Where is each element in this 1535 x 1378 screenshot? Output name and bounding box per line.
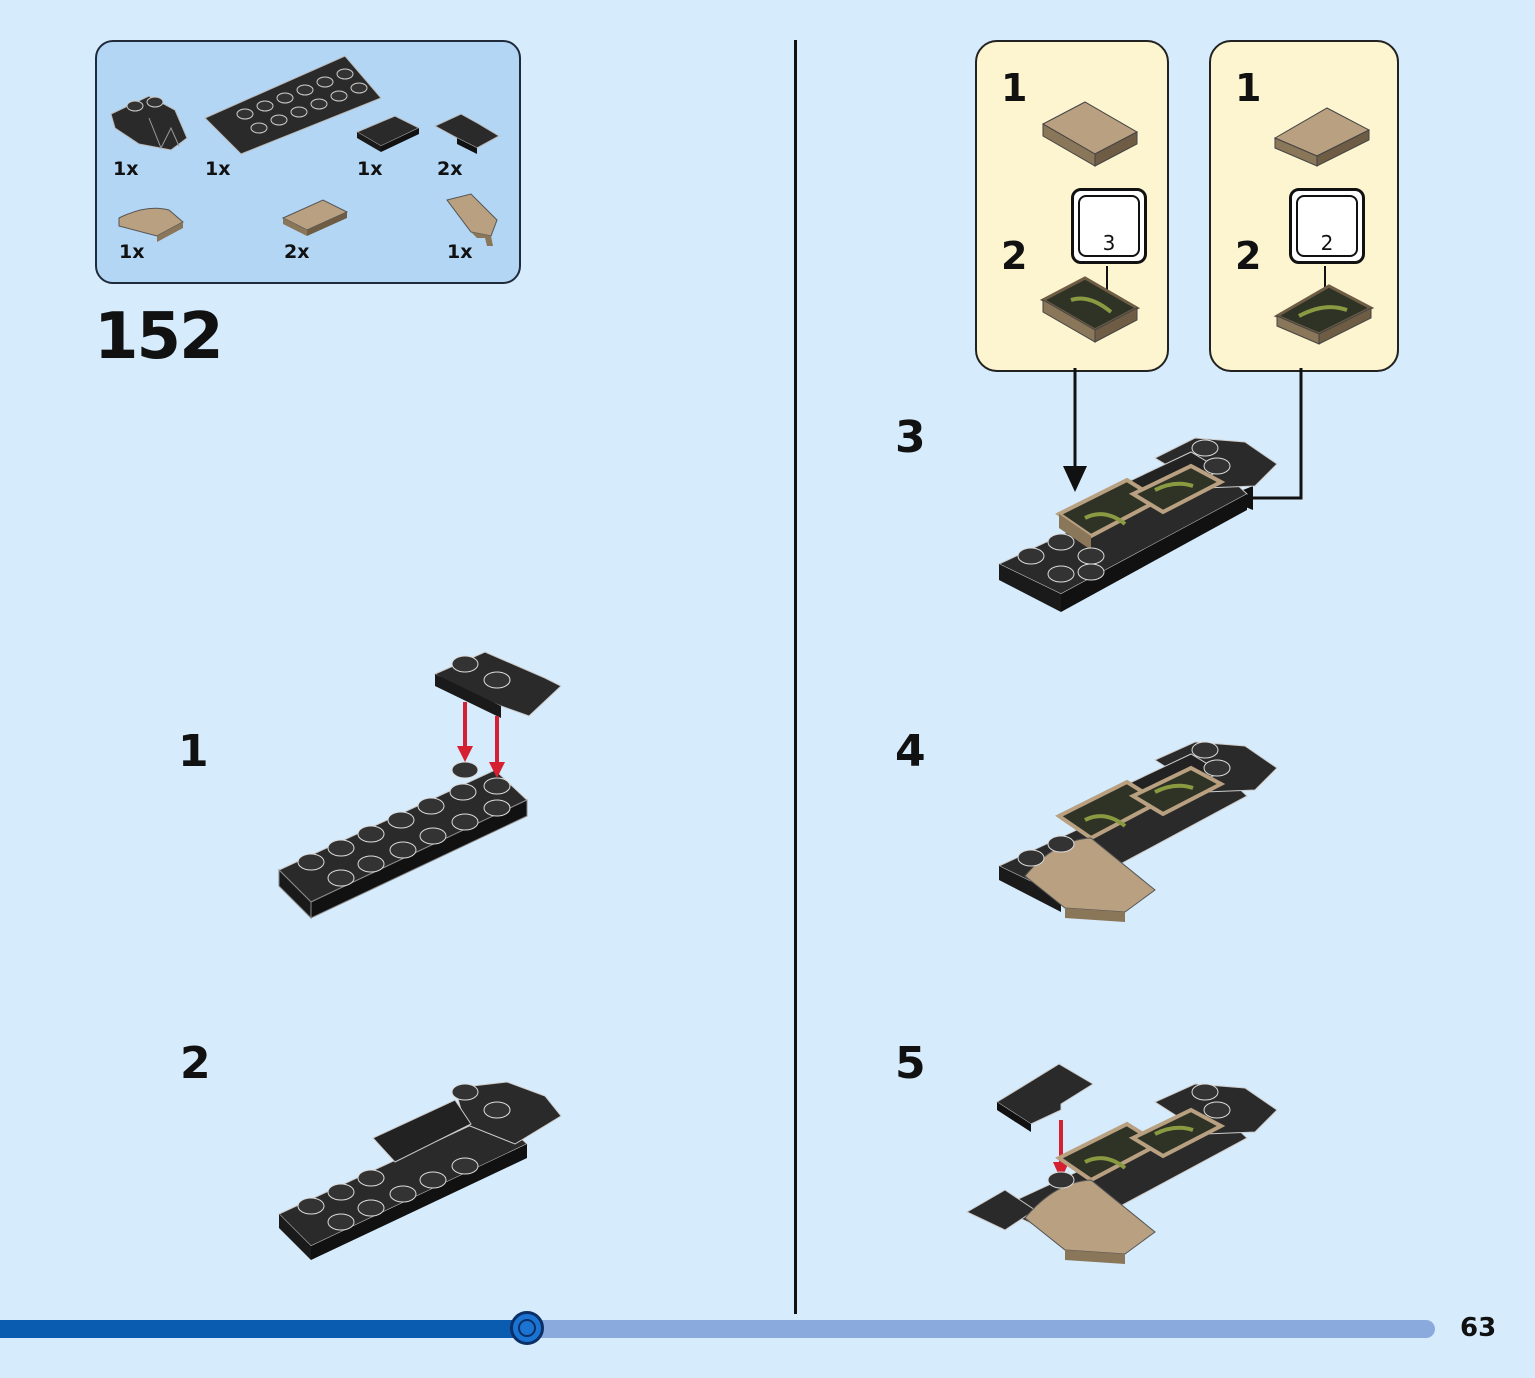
assembly-illustration-step-3	[997, 368, 1303, 612]
sub-step-number: 5	[895, 1038, 926, 1089]
part-quantity: 1x	[113, 158, 139, 180]
sticker-number: 3	[1102, 231, 1116, 255]
part-quantity: 2x	[284, 241, 310, 263]
sticker-icon: 3	[1071, 188, 1147, 264]
part-curved-slope-tan-icon	[118, 207, 184, 242]
assembly-illustration-step-5	[965, 1063, 1278, 1264]
callout-step-number: 1	[1001, 66, 1028, 110]
part-quantity: 1x	[205, 158, 231, 180]
part-corner-tile-icon	[433, 113, 501, 154]
step-number: 152	[94, 300, 224, 374]
assembly-illustration-step-4	[997, 741, 1278, 922]
progress-bar-fill	[0, 1320, 527, 1338]
page-number: 63	[1460, 1313, 1497, 1343]
sticker-icon: 2	[1289, 188, 1365, 264]
part-quantity: 1x	[357, 158, 383, 180]
sub-step-number: 1	[178, 726, 209, 777]
tan-tile-icon	[1041, 101, 1139, 167]
callout-step-number: 2	[1235, 234, 1262, 278]
part-wedge-plate-icon	[110, 95, 188, 151]
column-divider	[794, 40, 797, 1314]
callout-step-number: 1	[1235, 66, 1262, 110]
stickered-tile-icon	[1039, 266, 1141, 343]
sub-step-number: 3	[895, 412, 926, 463]
assembly-illustration-step-1	[278, 651, 562, 920]
part-quantity: 1x	[119, 241, 145, 263]
part-tile-1x2-black-icon	[355, 115, 421, 152]
part-quantity: 2x	[437, 158, 463, 180]
part-wedge-tan-icon	[446, 193, 498, 246]
sticker-number: 2	[1320, 231, 1334, 255]
assembly-illustration-step-2	[278, 1081, 562, 1260]
progress-indicator-icon	[510, 1311, 544, 1345]
callout-step-number: 2	[1001, 234, 1028, 278]
tan-tile-icon	[1273, 107, 1371, 167]
part-tile-1x2-tan-icon	[281, 199, 349, 236]
part-plate-2x8-icon	[204, 55, 382, 155]
sub-step-number: 4	[895, 726, 926, 777]
callout-box-sticker-2: 1 2 2	[1209, 40, 1399, 372]
parts-list-box: 1x 1x 1x 2x 1x 2x 1x	[95, 40, 521, 284]
callout-box-sticker-3: 1 2 3	[975, 40, 1169, 372]
part-quantity: 1x	[447, 241, 473, 263]
stickered-tile-icon	[1273, 266, 1375, 345]
sub-step-number: 2	[180, 1038, 211, 1089]
